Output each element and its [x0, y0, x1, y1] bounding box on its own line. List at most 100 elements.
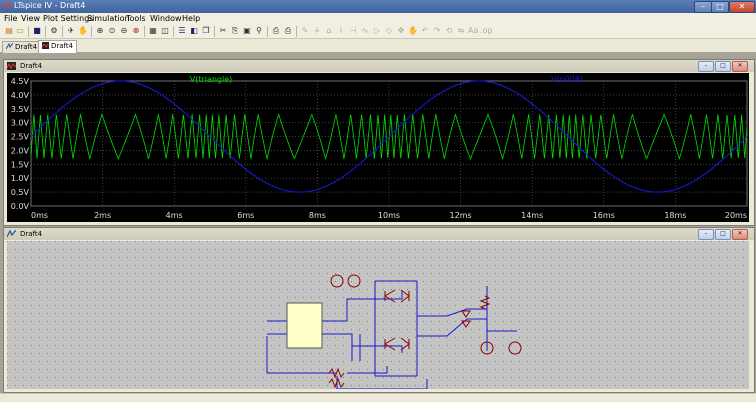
y-tick-label: 1.5V: [11, 160, 30, 169]
tab-waveform-label: Draft4: [51, 42, 74, 50]
control-panel-icon[interactable]: ⚙: [50, 26, 58, 35]
x-tick-label: 6ms: [237, 211, 254, 220]
zoom-cancel-icon[interactable]: ⊗: [132, 26, 140, 35]
undo-icon[interactable]: ↶: [421, 26, 429, 35]
print-icon[interactable]: ⎙: [284, 26, 292, 35]
menu-view[interactable]: View: [21, 14, 40, 23]
open-folder-icon[interactable]: ▭: [16, 26, 24, 35]
halt-icon[interactable]: ✋: [78, 26, 88, 35]
schematic-grid: [7, 241, 749, 389]
save-icon[interactable]: ■: [33, 26, 41, 35]
schematic-window-caption: Draft4 – □ ✕: [4, 228, 754, 240]
x-tick-label: 8ms: [309, 211, 326, 220]
y-tick-label: 0.5V: [11, 188, 30, 197]
paste-icon[interactable]: ▣: [243, 26, 251, 35]
run-icon[interactable]: ✈: [67, 26, 75, 35]
waveform-plot[interactable]: 0.0V0.5V1.0V1.5V2.0V2.5V3.0V3.5V4.0V4.5V…: [7, 73, 749, 222]
window-title: LTspice IV - Draft4: [14, 1, 86, 10]
x-tick-label: 12ms: [450, 211, 472, 220]
app-logo-icon: LT: [3, 2, 12, 10]
autorange-icon[interactable]: ▦: [149, 26, 157, 35]
spice-directive-icon[interactable]: .op: [480, 26, 493, 35]
waveform-window-title: Draft4: [20, 62, 43, 70]
drag-icon[interactable]: ✋: [408, 26, 418, 35]
y-tick-label: 4.0V: [11, 91, 30, 100]
x-tick-label: 14ms: [521, 211, 543, 220]
component-icon[interactable]: ◇: [385, 26, 393, 35]
waveform-icon: [42, 42, 49, 49]
schematic-restore-button[interactable]: □: [715, 229, 731, 240]
status-bar: [0, 393, 756, 402]
maximize-button[interactable]: □: [711, 1, 729, 13]
x-tick-label: 4ms: [166, 211, 183, 220]
schematic-canvas[interactable]: [7, 241, 749, 389]
waveform-minimize-button[interactable]: –: [698, 61, 714, 72]
tab-waveform[interactable]: Draft4: [38, 40, 78, 54]
redo-icon[interactable]: ↷: [433, 26, 441, 35]
circuit-components: [286, 274, 522, 389]
zoom-in-icon[interactable]: ⊕: [96, 26, 104, 35]
copy-icon[interactable]: ⎘: [231, 26, 239, 35]
wire-icon[interactable]: ✎: [301, 26, 309, 35]
legend-triangle[interactable]: V(triangle): [190, 75, 233, 84]
x-tick-label: 10ms: [378, 211, 400, 220]
y-tick-label: 0.0V: [11, 202, 30, 211]
label-net-icon[interactable]: ⌂: [326, 26, 332, 35]
fit-icon[interactable]: ◫: [161, 26, 169, 35]
minimize-button[interactable]: –: [694, 1, 712, 13]
x-tick-label: 16ms: [593, 211, 615, 220]
plot-frame: [30, 80, 748, 207]
diode-icon[interactable]: ▷: [373, 26, 381, 35]
y-tick-label: 2.5V: [11, 133, 30, 142]
close-button[interactable]: ✕: [729, 1, 755, 13]
schematic-window: Draft4 – □ ✕: [3, 227, 755, 393]
ground-icon[interactable]: ⏚: [313, 26, 321, 35]
tile-horizontal-icon[interactable]: ☰: [178, 26, 186, 35]
menu-simulation[interactable]: Simulation: [87, 14, 130, 23]
print-preview-icon[interactable]: ⎙: [272, 26, 280, 35]
cut-icon[interactable]: ✂: [219, 26, 227, 35]
find-icon[interactable]: ⚲: [256, 26, 262, 35]
y-tick-label: 3.0V: [11, 119, 30, 128]
waveform-close-button[interactable]: ✕: [732, 61, 748, 72]
x-tick-label: 0ms: [31, 211, 48, 220]
menu-window[interactable]: Window: [150, 14, 182, 23]
schematic-window-icon: [7, 230, 16, 238]
y-tick-label: 1.0V: [11, 174, 30, 183]
mirror-icon[interactable]: ⇋: [457, 26, 465, 35]
zoom-area-icon[interactable]: ⊙: [108, 26, 116, 35]
document-tabs: Draft4 Draft4: [0, 39, 756, 54]
capacitor-icon[interactable]: ⊣: [349, 26, 357, 35]
series-sine-line: [30, 80, 748, 193]
x-tick-label: 2ms: [94, 211, 111, 220]
schematic-close-button[interactable]: ✕: [732, 229, 748, 240]
schematic-minimize-button[interactable]: –: [698, 229, 714, 240]
inductor-icon[interactable]: ∿: [361, 26, 369, 35]
schematic-icon: [6, 43, 13, 50]
x-tick-label: 20ms: [725, 211, 747, 220]
menu-bar: File View Plot Settings Simulation Tools…: [0, 13, 756, 24]
move-icon[interactable]: ✥: [397, 26, 405, 35]
text-icon[interactable]: Aa: [468, 26, 479, 35]
y-tick-label: 4.5V: [11, 77, 30, 86]
zoom-out-icon[interactable]: ⊖: [120, 26, 128, 35]
rotate-icon[interactable]: ⟲: [445, 26, 453, 35]
title-bar: LT LTspice IV - Draft4 – □ ✕: [0, 0, 756, 13]
waveform-window-caption: Draft4 – □ ✕: [4, 60, 754, 72]
tab-schematic-label: Draft4: [15, 43, 38, 51]
menu-plot-settings[interactable]: Plot Settings: [43, 14, 94, 23]
new-schematic-icon[interactable]: ▤: [5, 26, 13, 35]
menu-help[interactable]: Help: [182, 14, 201, 23]
x-tick-label: 18ms: [664, 211, 686, 220]
waveform-window-icon: [7, 62, 16, 70]
menu-tools[interactable]: Tools: [126, 14, 146, 23]
cascade-icon[interactable]: ❐: [202, 26, 210, 35]
y-tick-label: 3.5V: [11, 105, 30, 114]
resistor-icon[interactable]: ⌇: [339, 26, 343, 35]
waveform-restore-button[interactable]: □: [715, 61, 731, 72]
legend-sine[interactable]: V(n008): [551, 75, 583, 84]
menu-file[interactable]: File: [4, 14, 18, 23]
tile-vertical-icon[interactable]: ◧: [190, 26, 198, 35]
circuit-wires: [266, 280, 517, 389]
